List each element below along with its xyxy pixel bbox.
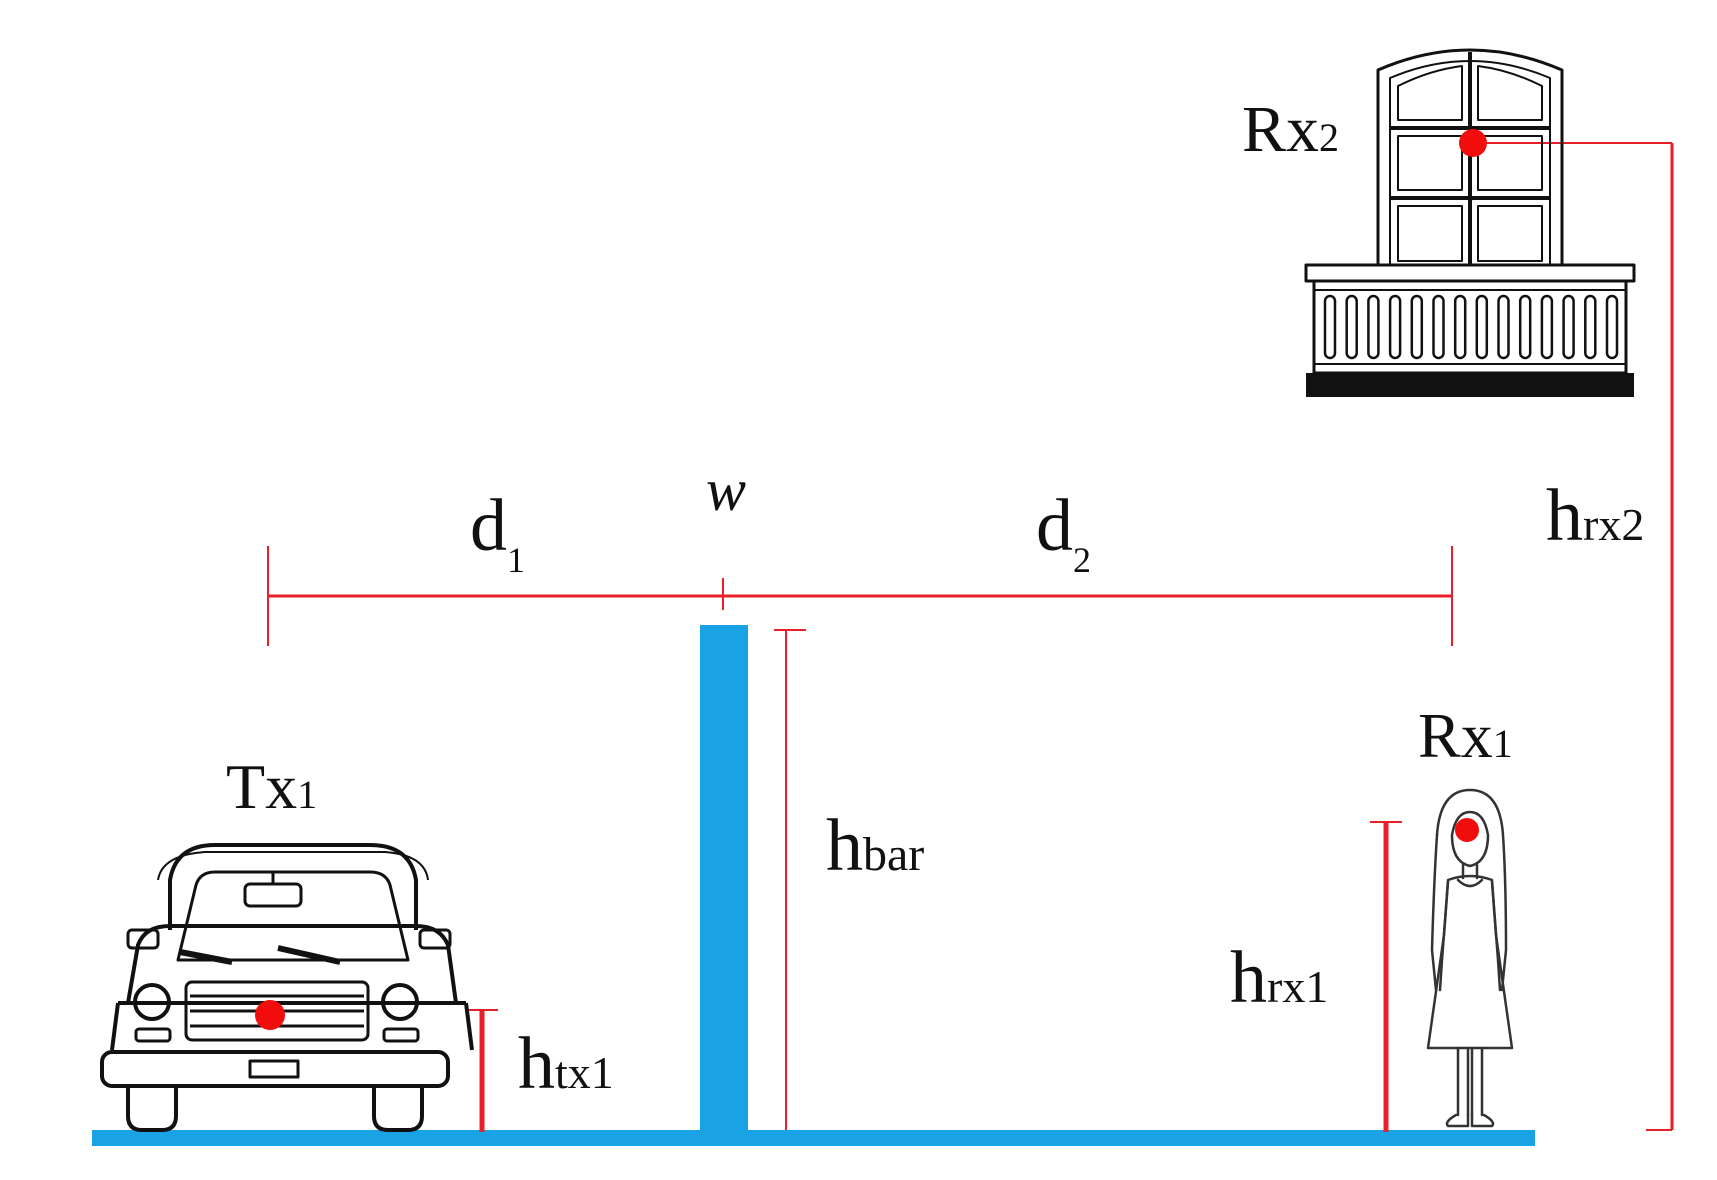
baluster [1562, 294, 1575, 360]
baluster [1432, 294, 1445, 360]
distance-dimension [267, 546, 1453, 646]
baluster [1453, 294, 1467, 360]
rx1-antenna-point [1455, 818, 1479, 842]
baluster [1497, 294, 1510, 360]
car-icon [100, 843, 474, 1132]
d2-label: d2 [1036, 485, 1091, 580]
rx2-antenna-point [1459, 129, 1487, 157]
htx1-dimension [466, 1009, 498, 1132]
baluster [1410, 294, 1424, 360]
balcony-balusters [1323, 294, 1619, 360]
hbar-label: hbar [826, 805, 924, 887]
baluster [1323, 294, 1337, 360]
baluster [1540, 294, 1554, 360]
hrx2-dimension [1463, 142, 1674, 1131]
hrx2-label: hrx2 [1546, 475, 1644, 557]
baluster [1388, 294, 1402, 360]
htx1-label: htx1 [518, 1023, 614, 1105]
baluster [1584, 294, 1597, 360]
w-label: w [706, 457, 746, 523]
balcony-base [1306, 373, 1634, 397]
hrx1-dimension [1370, 821, 1402, 1132]
baluster [1518, 294, 1532, 360]
rx2-label: Rx2 [1242, 93, 1339, 166]
tx1-label: Tx1 [226, 751, 317, 822]
baluster [1367, 294, 1380, 360]
rx1-label: Rx1 [1418, 700, 1513, 771]
baluster [1605, 294, 1619, 360]
barrier-wall [700, 625, 748, 1140]
tx1-antenna-point [255, 1000, 285, 1030]
person-icon [1426, 788, 1514, 1128]
balcony-window-icon [1304, 48, 1636, 375]
d1-label: d1 [470, 485, 525, 580]
hrx1-label: hrx1 [1230, 937, 1328, 1019]
hbar-dimension [774, 629, 806, 1130]
baluster [1345, 294, 1358, 360]
baluster [1475, 294, 1489, 360]
ground-line [92, 1130, 1535, 1146]
